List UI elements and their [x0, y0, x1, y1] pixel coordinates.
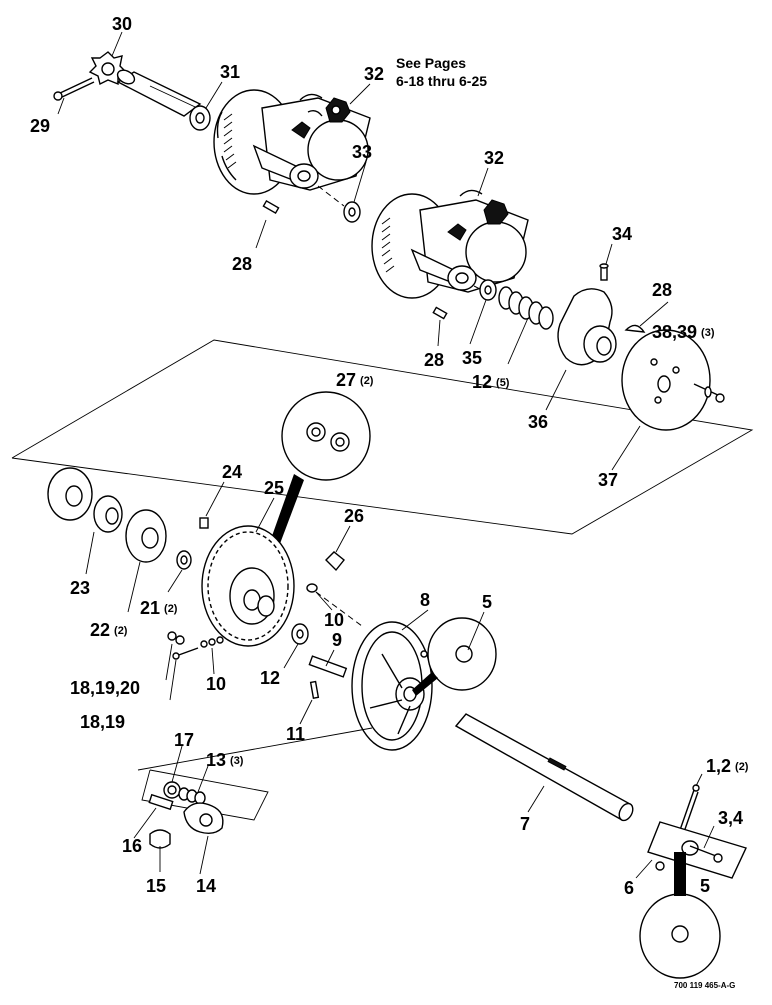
label-36: 36 — [528, 412, 548, 432]
label-10b: 10 — [206, 674, 226, 694]
clutch-housing-b — [371, 189, 529, 299]
label-28b: 28 — [424, 350, 444, 370]
label-37: 37 — [598, 470, 618, 490]
part-36-cam-hub — [557, 288, 617, 366]
part-11-pin — [309, 680, 320, 700]
label-30: 30 — [112, 14, 132, 34]
part-26-clip — [325, 551, 345, 572]
label-17: 17 — [174, 730, 194, 750]
label-33: 33 — [352, 142, 372, 162]
label-22: 22(2) — [90, 620, 128, 640]
latch-sub-assembly — [141, 769, 269, 849]
part-7-shaft — [454, 713, 634, 822]
label-14: 14 — [196, 876, 216, 896]
part-12-washer-stack — [498, 286, 554, 330]
label-28a: 28 — [232, 254, 252, 274]
part-33-bushing — [343, 201, 361, 223]
part-24-setscrew — [199, 517, 209, 529]
label-31: 31 — [220, 62, 240, 82]
label-9: 9 — [332, 630, 342, 650]
part-38-39-bolt — [693, 383, 725, 403]
part-1-2-bolt — [679, 784, 700, 833]
label-25: 25 — [264, 478, 284, 498]
label-7: 7 — [520, 814, 530, 834]
label-38-39: 38,39(3) — [652, 322, 715, 342]
clutch-housing-a — [213, 89, 371, 195]
label-32a: 32 — [364, 64, 384, 84]
part-12-washer — [291, 623, 309, 645]
part-28c-key — [624, 324, 646, 333]
label-23: 23 — [70, 578, 90, 598]
upper-shaft — [116, 69, 207, 117]
part-5a-callout-disc — [412, 617, 497, 696]
part-9-pin — [308, 655, 348, 678]
part-8-handwheel — [351, 621, 433, 751]
part-21-washer — [176, 550, 192, 570]
part-5b-callout-disc — [639, 852, 721, 979]
label-26: 26 — [344, 506, 364, 526]
leader-lines — [57, 31, 715, 879]
part-28a-key — [262, 199, 280, 215]
label-32b: 32 — [484, 148, 504, 168]
see-pages-note-line2: 6-18 thru 6-25 — [396, 73, 487, 89]
part-23-bearing-flange — [47, 467, 123, 533]
part-35-washer — [479, 279, 497, 301]
label-21: 21(2) — [140, 598, 178, 618]
part-27-callout-disc — [250, 391, 371, 602]
label-11: 11 — [286, 724, 305, 744]
part-34-screw — [599, 263, 609, 281]
label-24: 24 — [222, 462, 242, 482]
sub-assembly-outline — [11, 339, 754, 535]
label-35: 35 — [462, 348, 482, 368]
label-29: 29 — [30, 116, 50, 136]
label-15: 15 — [146, 876, 166, 896]
drawing-code: 700 119 465-A-G — [674, 981, 735, 990]
part-22-flange — [125, 509, 167, 563]
part-18-19-20-hardware — [167, 631, 224, 660]
part-29-pin — [53, 77, 95, 101]
label-6: 6 — [624, 878, 634, 898]
label-10a: 10 — [324, 610, 344, 630]
see-pages-note-line1: See Pages — [396, 55, 466, 71]
label-3-4: 3,4 — [718, 808, 743, 828]
label-27: 27(2) — [336, 370, 374, 390]
part-28b-key — [432, 306, 448, 320]
label-18-19: 18,19 — [80, 712, 125, 732]
axis-line — [317, 185, 345, 207]
label-28c: 28 — [652, 280, 672, 300]
label-1-2: 1,2(2) — [706, 756, 749, 776]
part-callout-labels: 30 31 32 29 33 32 28 34 28 38,39(3) 28 3… — [30, 14, 749, 898]
part-25-sprocket — [201, 525, 295, 647]
part-10-pin — [306, 583, 318, 593]
part-6-bearing-plate — [647, 821, 747, 879]
label-8: 8 — [420, 590, 430, 610]
label-5a: 5 — [482, 592, 492, 612]
label-12: 12 — [260, 668, 280, 688]
part-31-washer — [189, 105, 211, 131]
label-18-19-20: 18,19,20 — [70, 678, 140, 698]
label-12-qty5: 12(5) — [472, 372, 510, 392]
label-13: 13(3) — [206, 750, 244, 770]
label-5b: 5 — [700, 876, 710, 896]
label-34: 34 — [612, 224, 632, 244]
part-37-plate — [621, 329, 711, 431]
label-16: 16 — [122, 836, 142, 856]
